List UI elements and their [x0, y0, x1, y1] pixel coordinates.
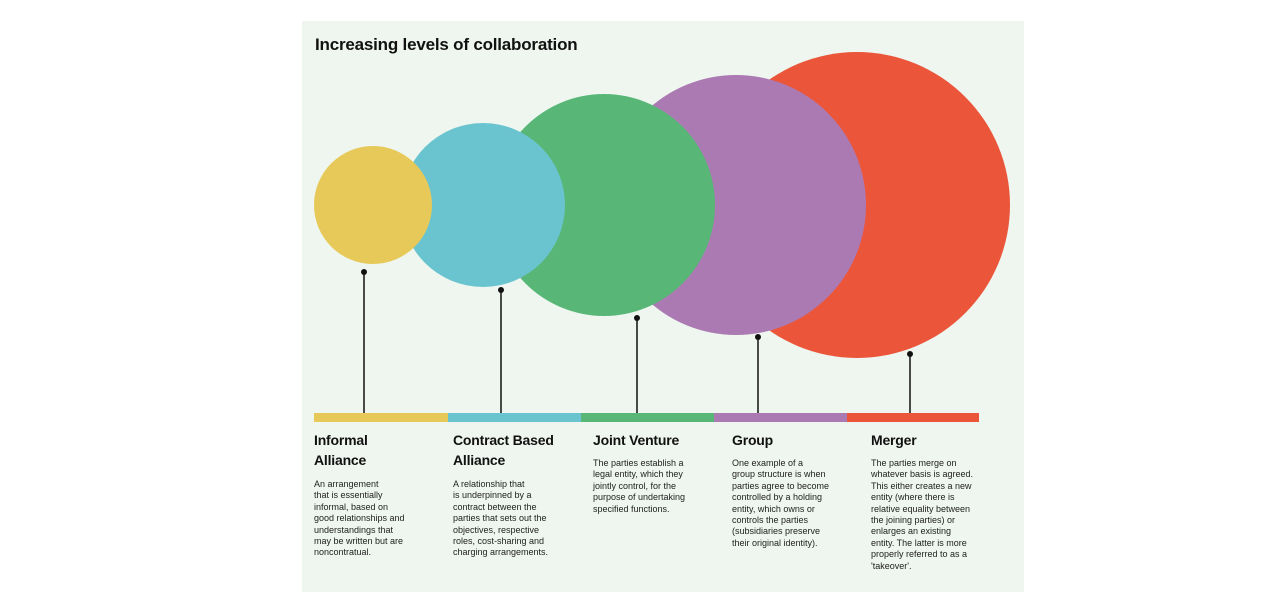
joint-venture-heading: Joint Venture: [593, 430, 679, 450]
informal-alliance-circle: [314, 146, 432, 264]
merger-description-line: enlarges an existing: [871, 526, 952, 537]
informal-alliance-description-line: noncontratual.: [314, 547, 372, 558]
contract-based-alliance-description-line: contract between the: [453, 501, 537, 512]
merger-description-line: This either creates a new: [871, 480, 972, 491]
contract-based-alliance-description-line: A relationship that: [453, 479, 525, 489]
contract-based-alliance-description-line: is underpinned by a: [453, 490, 532, 501]
merger-description-line: The parties merge on: [871, 458, 957, 468]
group-description-line: their original identity).: [732, 537, 818, 548]
merger-connector-dot: [907, 351, 913, 357]
merger-bar: [847, 413, 979, 422]
group-description-line: group structure is when: [732, 469, 826, 480]
contract-based-alliance-description-line: parties that sets out the: [453, 513, 547, 524]
contract-based-alliance-heading-line: Contract Based: [453, 432, 554, 448]
contract-based-alliance-circle: [401, 123, 565, 287]
informal-alliance-heading-line: Alliance: [314, 452, 367, 468]
contract-based-alliance-bar: [448, 413, 581, 422]
merger-description-line: relative equality between: [871, 503, 971, 514]
group-description-line: One example of a: [732, 458, 804, 468]
group-description-line: parties agree to become: [732, 480, 830, 491]
group-description-line: (subsidiaries preserve: [732, 526, 821, 537]
merger-description-line: properly referred to as a: [871, 549, 968, 560]
informal-alliance-description-line: may be written but are: [314, 536, 404, 547]
contract-based-alliance-description-line: roles, cost-sharing and: [453, 536, 545, 547]
joint-venture-description-line: specified functions.: [593, 503, 670, 514]
merger-description-line: entity. The latter is more: [871, 537, 967, 548]
joint-venture-connector-dot: [634, 315, 640, 321]
contract-based-alliance-description-line: objectives, respective: [453, 524, 540, 535]
informal-alliance-connector-dot: [361, 269, 367, 275]
merger-description-line: the joining parties) or: [871, 515, 956, 526]
joint-venture-heading-line: Joint Venture: [593, 432, 680, 448]
merger-heading: Merger: [871, 430, 917, 450]
merger-description-line: whatever basis is agreed.: [871, 469, 974, 480]
contract-based-alliance-heading-line: Alliance: [453, 452, 506, 468]
merger-description-line: entity (where there is: [871, 492, 955, 503]
group-connector-dot: [755, 334, 761, 340]
diagram-title: Increasing levels of collaboration: [315, 35, 578, 54]
merger-description-line: 'takeover'.: [871, 560, 912, 571]
informal-alliance-description-line: understandings that: [314, 524, 394, 535]
merger-heading-line: Merger: [871, 432, 917, 448]
joint-venture-bar: [581, 413, 714, 422]
group-description-line: entity, which owns or: [732, 503, 815, 514]
group-description-line: controlled by a holding: [732, 492, 823, 503]
informal-alliance-heading-line: Informal: [314, 432, 368, 448]
joint-venture-description-line: jointly control, for the: [593, 480, 677, 491]
group-heading-line: Group: [732, 432, 773, 448]
informal-alliance-description-line: that is essentially: [314, 490, 383, 501]
group-description-line: controls the parties: [732, 515, 809, 526]
contract-based-alliance-description-line: charging arrangements.: [453, 547, 549, 558]
informal-alliance-description-line: good relationships and: [314, 513, 405, 524]
informal-alliance-description-line: An arrangement: [314, 479, 379, 489]
group-heading: Group: [732, 430, 773, 450]
informal-alliance-description-line: informal, based on: [314, 501, 389, 512]
joint-venture-description-line: purpose of undertaking: [593, 492, 686, 503]
contract-based-alliance-connector-dot: [498, 287, 504, 293]
joint-venture-description-line: The parties establish a: [593, 458, 684, 468]
informal-alliance-bar: [314, 413, 448, 422]
joint-venture-description-line: legal entity, which they: [593, 469, 683, 480]
group-bar: [714, 413, 847, 422]
joint-venture-circle: [493, 94, 715, 316]
